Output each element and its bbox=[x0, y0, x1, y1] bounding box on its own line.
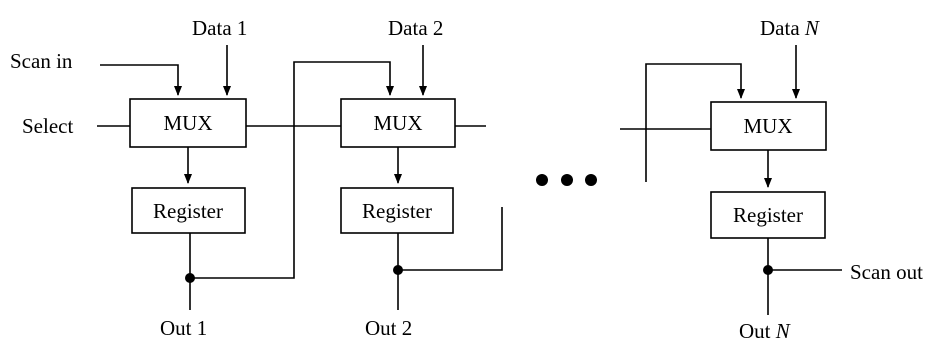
stage-n: Data N MUX Register Scan out Out N bbox=[620, 16, 923, 343]
scan-path-2-out-wire bbox=[398, 207, 503, 271]
mux-n-label: MUX bbox=[743, 114, 792, 138]
mux-2-label: MUX bbox=[373, 111, 422, 135]
data-2-label: Data 2 bbox=[388, 16, 443, 40]
data-n-label: Data N bbox=[760, 16, 820, 40]
register-1-label: Register bbox=[153, 199, 223, 223]
out-2-label: Out 2 bbox=[365, 316, 412, 340]
scan-in-label: Scan in bbox=[10, 49, 73, 73]
out-1-label: Out 1 bbox=[160, 316, 207, 340]
select-label: Select bbox=[22, 114, 73, 138]
scan-in-wire bbox=[100, 64, 182, 96]
register-2-box bbox=[340, 187, 454, 234]
stage-2: Data 2 MUX Register Out 2 bbox=[340, 16, 503, 340]
mux-1-box bbox=[129, 98, 247, 148]
register-n-box bbox=[710, 191, 826, 239]
ellipsis-dot-1 bbox=[536, 174, 548, 186]
data-1-label: Data 1 bbox=[192, 16, 247, 40]
register-1-box bbox=[131, 187, 246, 234]
ellipsis-dot-2 bbox=[561, 174, 573, 186]
mux-n-box bbox=[710, 101, 827, 151]
register-n-label: Register bbox=[733, 203, 803, 227]
out-n-label: Out N bbox=[739, 319, 791, 343]
scan-out-label: Scan out bbox=[850, 260, 923, 284]
ellipsis-dot-3 bbox=[585, 174, 597, 186]
scan-path-to-n-wire bbox=[645, 63, 745, 182]
stage-1: Data 1 MUX Register Out 1 bbox=[129, 16, 394, 340]
mux-2-box bbox=[340, 98, 456, 148]
register-2-label: Register bbox=[362, 199, 432, 223]
scan-path-1-to-2-wire bbox=[190, 61, 394, 279]
mux-1-label: MUX bbox=[163, 111, 212, 135]
